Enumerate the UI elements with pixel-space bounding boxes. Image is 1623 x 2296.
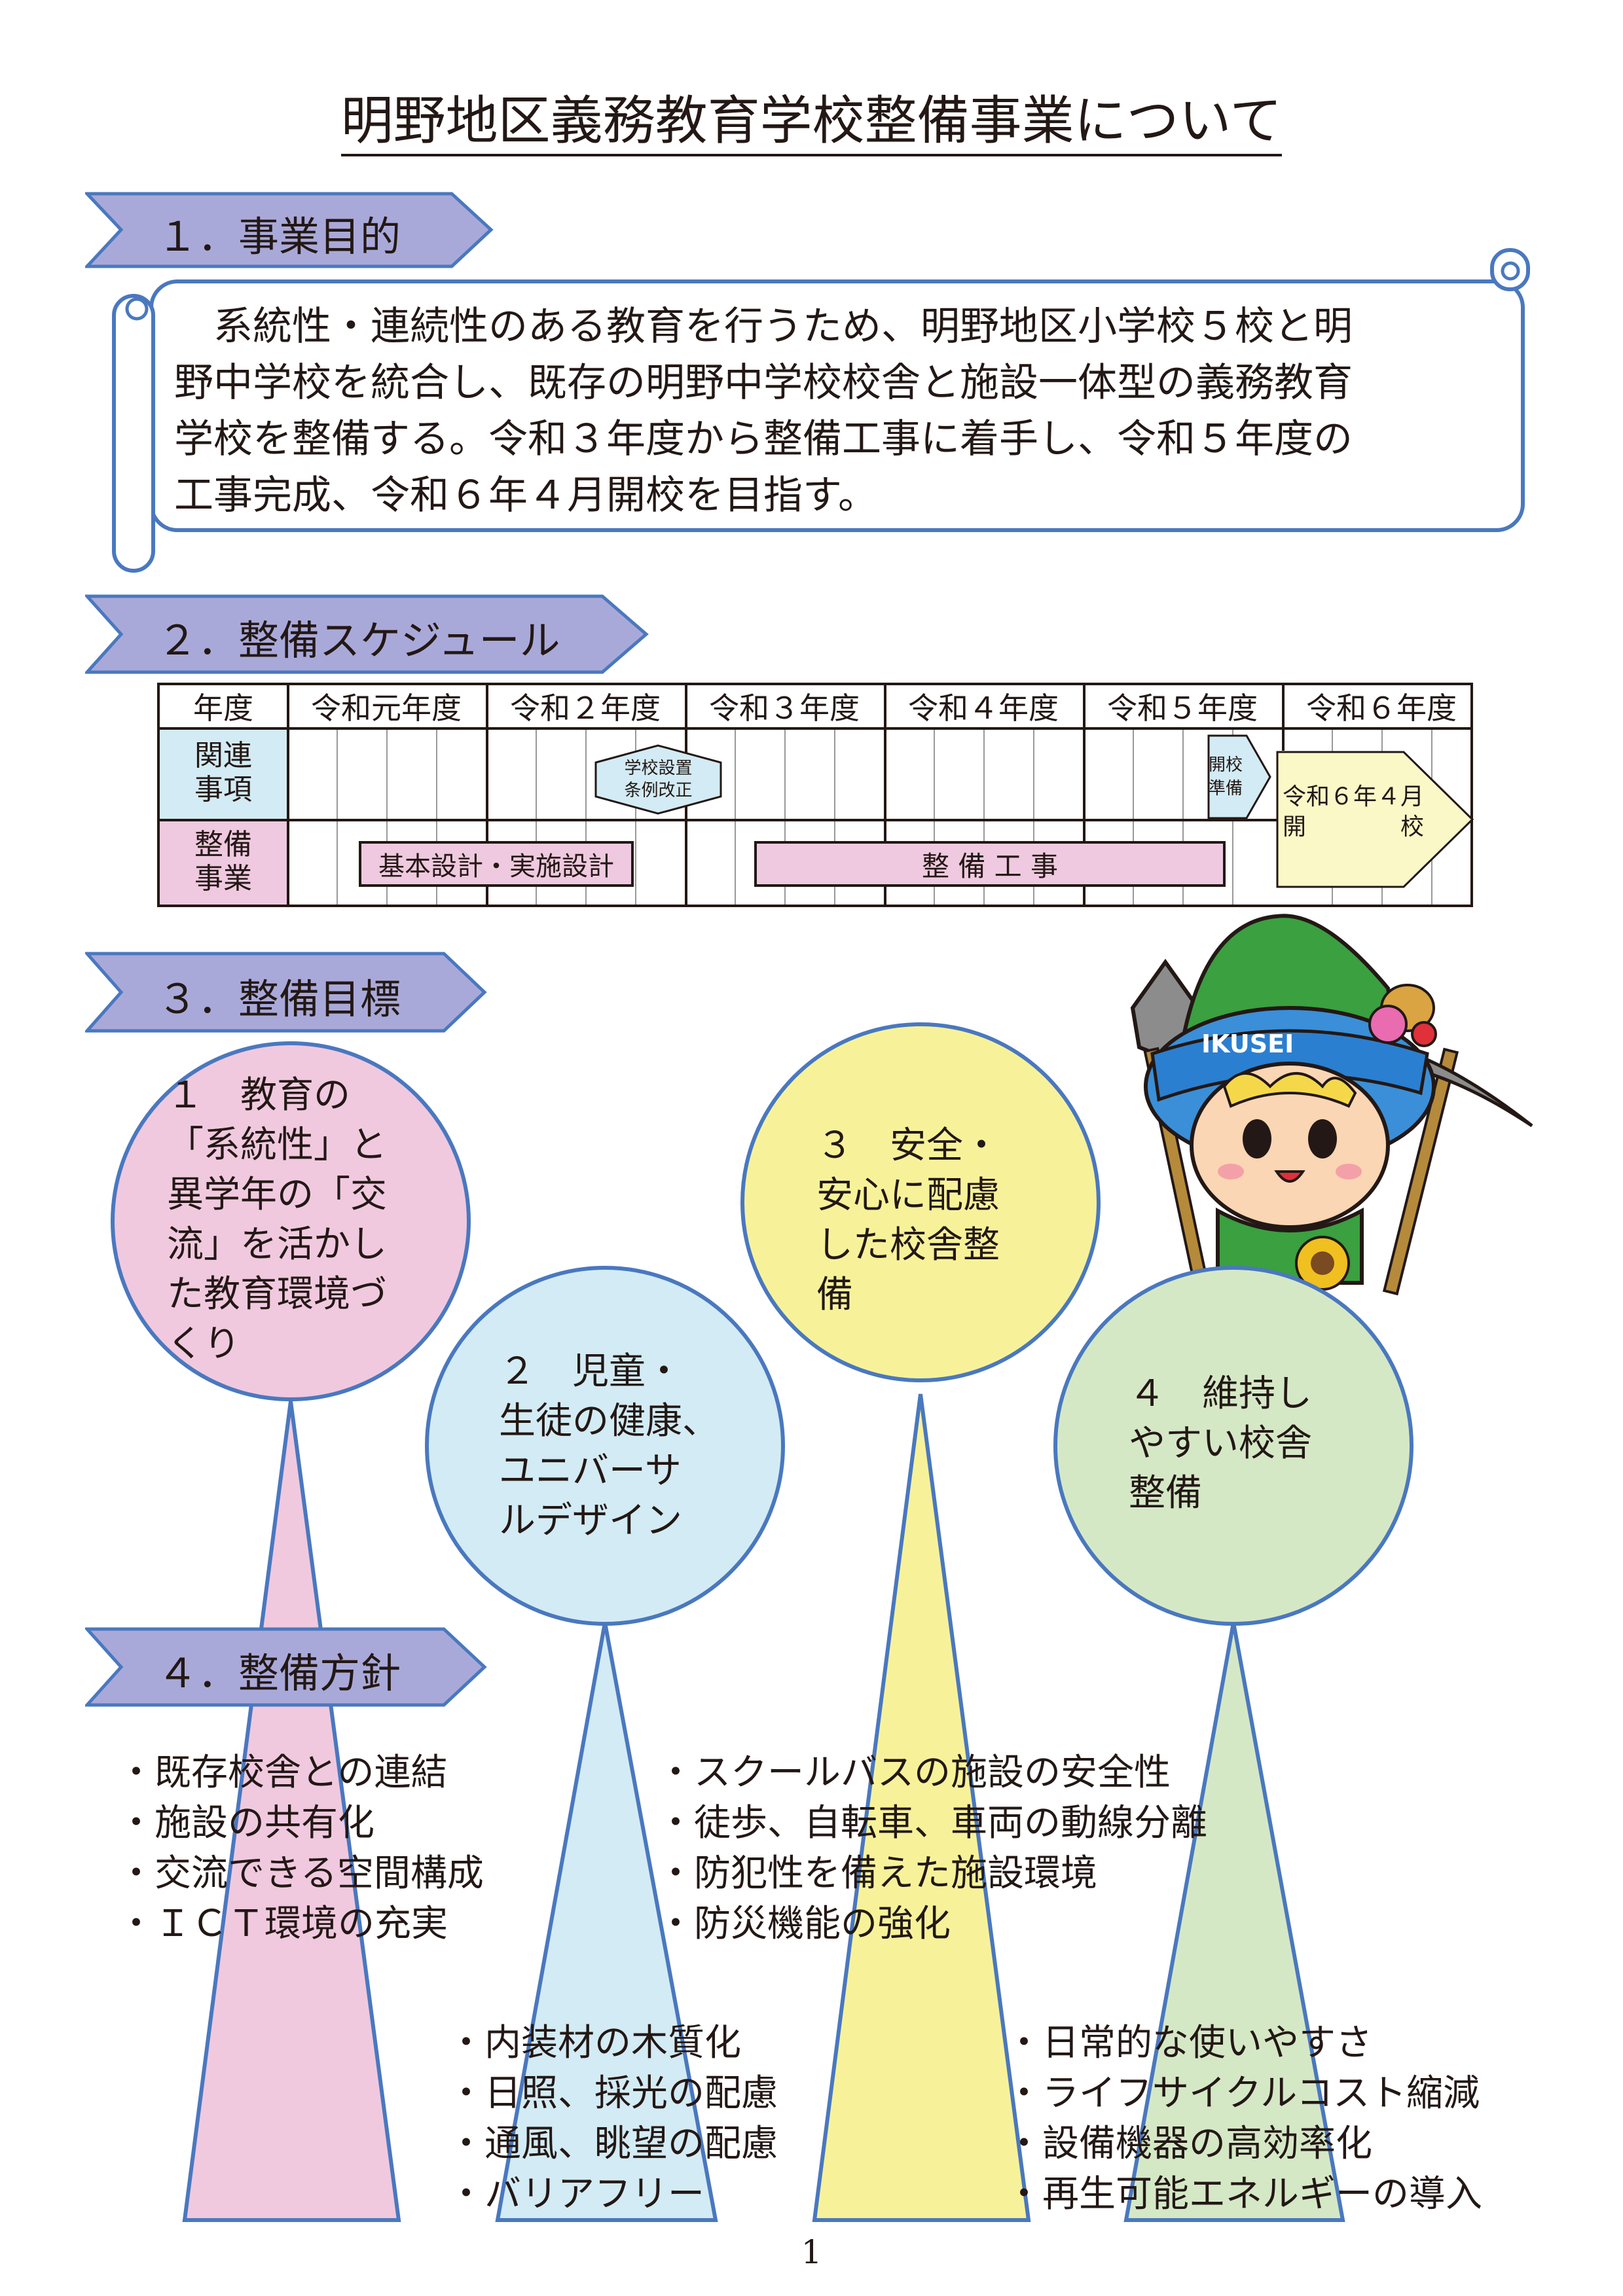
quarter-gridline [784, 727, 786, 905]
quarter-gridline [337, 727, 338, 905]
goal-circle-1 [111, 1041, 471, 1401]
quarter-gridline [983, 727, 985, 905]
policy-list-2: ・内装材の木質化・日照、採光の配慮・通風、眺望の配慮・バリアフリー [448, 2022, 778, 2215]
section-title: １．事業目的 [157, 213, 401, 260]
quarter-gridline [1033, 727, 1034, 905]
section-title: ２．整備スケジュール [157, 617, 560, 664]
year-divider [1282, 685, 1285, 751]
section-title: ４．整備方針 [157, 1649, 401, 1697]
year-header: 令和６年度 [1306, 691, 1457, 726]
year-header: 令和２年度 [510, 691, 661, 726]
section-banner-policy: ４．整備方針 [85, 1627, 487, 1707]
page-number: 1 [801, 2233, 822, 2271]
quarter-gridline [1182, 727, 1184, 905]
mascot-cap-text: IKUSEI [1201, 1030, 1294, 1058]
year-header: 令和５年度 [1107, 691, 1258, 726]
milestone-ordinance: 学校設置条例改正 [624, 759, 693, 800]
quarter-gridline [536, 727, 537, 905]
policy-list-3: ・スクールバスの施設の安全性・徒歩、自転車、車両の動線分離・防犯性を備えた施設環… [657, 1751, 1207, 1945]
quarter-gridline [1133, 727, 1134, 905]
row-related-label: 関連事項 [160, 727, 287, 819]
quarter-gridline [386, 727, 388, 905]
section-title: ３．整備目標 [157, 975, 401, 1023]
section-banner-purpose: １．事業目的 [85, 192, 494, 268]
milestone-prep-arrow [1207, 734, 1271, 819]
milestone-ordinance-hexagon [594, 744, 722, 815]
goal-text-2: ２ 児童・生徒の健康、ユニバーサルデザイン [499, 1350, 719, 1542]
year-divider [486, 685, 488, 905]
goal-circle-2 [425, 1266, 785, 1626]
bar-construction: 整 備 工 事 [754, 841, 1226, 887]
page-title: 明野地区義務教育学校整備事業について [0, 88, 1623, 156]
section-banner-schedule: ２．整備スケジュール [85, 594, 649, 674]
goal-text-4: ４ 維持しやすい校舎整備 [1129, 1372, 1312, 1515]
goal-circle-3 [740, 1022, 1101, 1382]
quarter-gridline [436, 727, 437, 905]
goal-pillar-1 [182, 1401, 401, 2222]
policy-list-1: ・既存校舎との連結・施設の共有化・交流できる空間構成・ＩＣＴ環境の充実 [118, 1751, 484, 1945]
quarter-gridline [635, 727, 636, 905]
year-divider [884, 685, 886, 905]
quarter-gridline [585, 727, 587, 905]
year-header: 令和４年度 [908, 691, 1059, 726]
purpose-scroll-box [111, 243, 1535, 576]
purpose-text: 系統性・連続性のある教育を行うため、明野地区小学校５校と明野中学校を統合し、既存… [174, 304, 1353, 518]
year-divider [1083, 685, 1085, 905]
mascot-illustration: IKUSEI [1130, 914, 1533, 1297]
quarter-gridline [834, 727, 835, 905]
bar-basic-design: 基本設計・実施設計 [359, 841, 634, 887]
schedule-table: 年度 関連事項 整備事業 令和元年度令和２年度令和３年度令和４年度令和５年度令和… [157, 683, 1474, 907]
goal-pillar-3 [812, 1393, 1031, 2222]
goal-circle-4 [1053, 1266, 1413, 1626]
goal-text-3: ３ 安全・安心に配慮した校舎整備 [816, 1124, 1000, 1316]
policy-list-4: ・日常的な使いやすさ・ライフサイクルコスト縮減・設備機器の高効率化・再生可能エネ… [1006, 2022, 1482, 2215]
year-header: 令和３年度 [709, 691, 860, 726]
milestone-prep: 開校準備 [1208, 755, 1243, 798]
milestone-opening-arrow [1276, 751, 1474, 888]
milestone-opening: 令和６年４月開 校 [1283, 783, 1425, 840]
goal-text-1: １ 教育の「系統性」と異学年の「交流」を活かした教育環境づくり [167, 1074, 387, 1365]
row-project-label: 整備事業 [160, 819, 287, 905]
header-year-label: 年度 [193, 691, 253, 726]
year-header: 令和元年度 [311, 691, 462, 726]
quarter-gridline [934, 727, 935, 905]
quarter-gridline [735, 727, 736, 905]
goal-pillar-4 [1123, 1622, 1345, 2222]
section-banner-goals: ３．整備目標 [85, 952, 487, 1033]
goal-pillar-2 [495, 1622, 718, 2222]
